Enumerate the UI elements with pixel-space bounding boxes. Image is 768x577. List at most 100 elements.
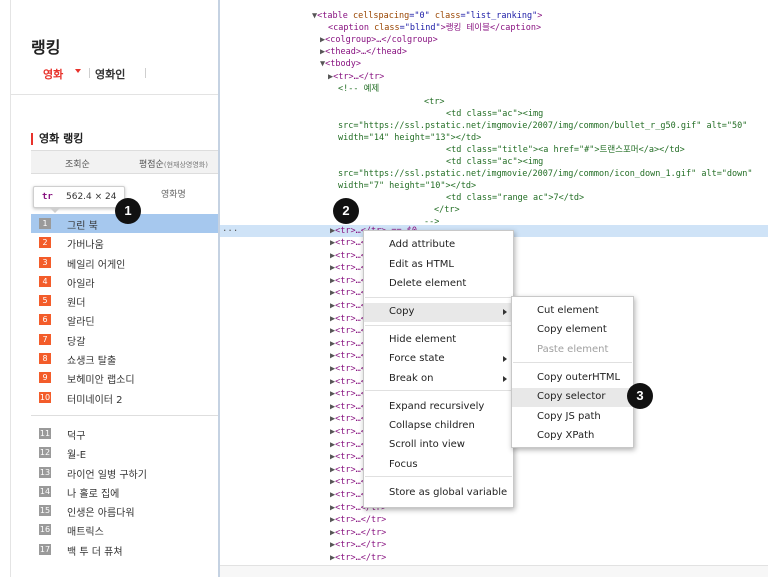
menu-item-copy-xpath[interactable]: Copy XPath <box>512 427 633 446</box>
menu-item-copy-outerhtml[interactable]: Copy outerHTML <box>512 369 633 388</box>
menu-item-force-state[interactable]: Force state <box>364 350 513 369</box>
dom-node-tbody[interactable]: ▼<tbody> <box>320 59 361 69</box>
dom-node-tr[interactable]: ▶<tr>…</tr> <box>330 440 386 450</box>
movie-title-link[interactable]: 베일리 어게인 <box>67 259 126 271</box>
dom-node-table[interactable]: ▼<table cellspacing="0" class="list_rank… <box>312 11 542 21</box>
dom-node-tr[interactable]: ▶<tr>…</tr> <box>330 351 386 361</box>
dom-node-tr[interactable]: ▶<tr>…</tr> <box>330 389 386 399</box>
menu-item-copy[interactable]: Copy <box>364 303 513 322</box>
dom-node-tr[interactable]: ▶<tr>…</tr> <box>330 452 386 462</box>
movie-title-link[interactable]: 터미네이터 2 <box>67 394 123 406</box>
selected-row-dots[interactable]: ... <box>222 224 239 234</box>
menu-item-delete-element[interactable]: Delete element <box>364 275 513 294</box>
dom-node-tr[interactable]: ▶<tr>…</tr> <box>330 540 386 550</box>
panel-splitter[interactable] <box>218 0 220 577</box>
dom-node-tr[interactable]: ▶<tr>…</tr> <box>330 503 386 513</box>
dom-comment[interactable]: <tr> <box>424 97 444 107</box>
movie-title-link[interactable]: 나 홀로 집에 <box>67 488 120 500</box>
movie-title-link[interactable]: 보헤미안 랩소디 <box>67 375 135 387</box>
movie-title-link[interactable]: 가버나움 <box>67 240 104 252</box>
menu-item-break-on[interactable]: Break on <box>364 370 513 389</box>
dom-node-tr[interactable]: ▶<tr>…</tr> <box>330 465 386 475</box>
sort-by-rating[interactable]: 평점순(현재상영영화) <box>139 157 208 170</box>
menu-item-expand-recursively[interactable]: Expand recursively <box>364 398 513 417</box>
sort-by-views[interactable]: 조회순 <box>65 160 90 170</box>
movie-title-link[interactable]: 알라딘 <box>67 317 95 329</box>
menu-item-collapse-children[interactable]: Collapse children <box>364 417 513 436</box>
menu-item-add-attribute[interactable]: Add attribute <box>364 236 513 255</box>
dom-node-tr[interactable]: ▶<tr>…</tr> <box>330 528 386 538</box>
dom-comment[interactable]: <td class="title"><a href="#">트랜스포머</a><… <box>446 145 685 155</box>
dom-node-thead[interactable]: ▶<thead>…</thead> <box>320 47 407 57</box>
menu-item-copy-selector[interactable]: Copy selector <box>512 388 633 407</box>
dom-node-tr[interactable]: ▶<tr>…</tr> <box>330 276 386 286</box>
dom-node-tr[interactable]: ▶<tr>…</tr> <box>330 414 386 424</box>
dom-node-tr[interactable]: ▶<tr>…</tr> <box>330 515 386 525</box>
menu-item-copy-element[interactable]: Copy element <box>512 321 633 340</box>
movie-title-link[interactable]: 아일라 <box>67 278 95 290</box>
dom-comment[interactable]: src="https://ssl.pstatic.net/imgmovie/20… <box>338 121 747 131</box>
dom-node-colgroup[interactable]: ▶<colgroup>…</colgroup> <box>320 35 438 45</box>
nav-person-tab[interactable]: 영화인 <box>95 68 126 81</box>
dom-node-tr[interactable]: ▶<tr>…</tr> <box>330 427 386 437</box>
menu-item-hide-element[interactable]: Hide element <box>364 331 513 350</box>
movie-title-link[interactable]: 원더 <box>67 298 86 310</box>
menu-item-cut-element[interactable]: Cut element <box>512 302 633 321</box>
dom-comment[interactable]: </tr> <box>434 205 460 215</box>
movie-title-link[interactable]: 백 투 더 퓨쳐 <box>67 546 123 558</box>
movie-title-link[interactable]: 당갈 <box>67 336 86 348</box>
dom-node-tr[interactable]: ▶<tr>…</tr> <box>330 377 386 387</box>
dom-comment[interactable]: --> <box>424 217 439 227</box>
menu-item-store-as-global-variable[interactable]: Store as global variable <box>364 484 513 503</box>
movie-title-link[interactable]: 매트릭스 <box>67 527 104 539</box>
dom-comment[interactable]: <td class="ac"><img <box>446 109 543 119</box>
dom-node-tr[interactable]: ▶<tr>…</tr> <box>330 364 386 374</box>
nav-movie-tab[interactable]: 영화 <box>43 68 64 81</box>
movie-title-link[interactable]: 쇼생크 탈출 <box>67 356 117 368</box>
dom-node-caption[interactable]: <caption class="blind">랭킹 테이블</caption> <box>328 23 541 33</box>
dom-comment[interactable]: <td class="ac"><img <box>446 157 543 167</box>
dom-comment[interactable]: <!-- 예제 <box>338 84 379 94</box>
menu-item-edit-as-html[interactable]: Edit as HTML <box>364 256 513 275</box>
dom-node-tr[interactable]: ▶<tr>…</tr> <box>330 251 386 261</box>
dom-comment[interactable]: width="14" height="13"></td> <box>338 133 481 143</box>
dom-node-tr[interactable]: ▶<tr>…</tr> <box>330 314 386 324</box>
dom-node-tr[interactable]: ▶<tr>…</tr> <box>330 263 386 273</box>
dom-node-tr[interactable]: ▶<tr>…</tr> <box>330 339 386 349</box>
dom-node-tr[interactable]: ▶<tr>…</tr> <box>328 72 384 82</box>
dom-node-tr[interactable]: ▶<tr>…</tr> <box>330 553 386 563</box>
menu-item-scroll-into-view[interactable]: Scroll into view <box>364 436 513 455</box>
dom-node-tr[interactable]: ▶<tr>…</tr> <box>330 402 386 412</box>
dom-node-tr[interactable]: ▶<tr>…</tr> <box>330 326 386 336</box>
movie-title-link[interactable]: 그린 북 <box>67 221 98 232</box>
dom-node-tr[interactable]: ▶<tr>…</tr> <box>330 490 386 500</box>
dom-node-tr[interactable]: ▶<tr>…</tr> <box>330 238 386 248</box>
menu-item-focus[interactable]: Focus <box>364 456 513 475</box>
dom-node-tr[interactable]: ▶<tr>…</tr> <box>330 288 386 298</box>
movie-title-link[interactable]: 월-E <box>67 450 87 462</box>
movie-title-link[interactable]: 인생은 아름다워 <box>67 508 135 520</box>
movie-title-link[interactable]: 라이언 일병 구하기 <box>67 469 147 481</box>
dom-node-tr[interactable]: ▶<tr>…</tr> <box>330 477 386 487</box>
dom-comment[interactable]: width="7" height="10"></td> <box>338 181 476 191</box>
dom-comment[interactable]: <td class="range ac">7</td> <box>446 193 584 203</box>
menu-item-copy-js-path[interactable]: Copy JS path <box>512 408 633 427</box>
dom-comment[interactable]: src="https://ssl.pstatic.net/imgmovie/20… <box>338 169 753 179</box>
movie-title-link[interactable]: 덕구 <box>67 430 86 442</box>
